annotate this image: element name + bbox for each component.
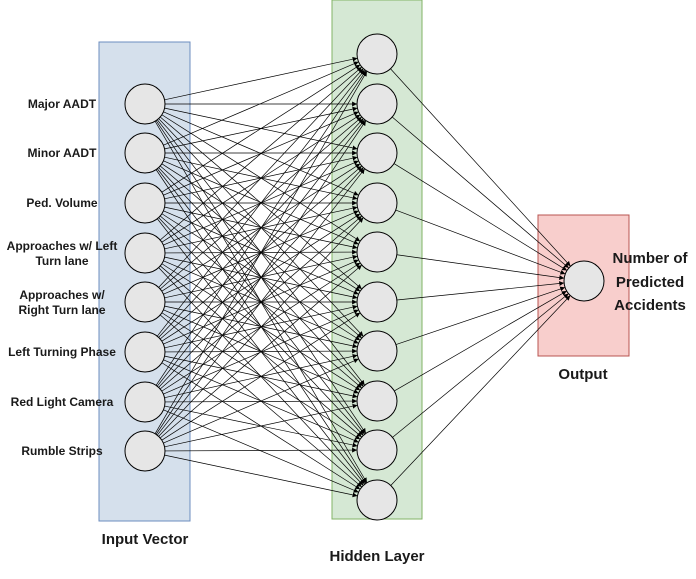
input-hidden-edge [161, 312, 361, 441]
feature-label: Approaches w/ [19, 288, 105, 302]
hidden-output-edge [396, 281, 565, 301]
hidden-output-edge [394, 290, 567, 392]
input-hidden-edge [163, 409, 359, 493]
hidden-node [356, 231, 398, 273]
feature-label: Left Turning Phase [8, 345, 116, 359]
input-feature-labels: Major AADT Minor AADT Ped. Volume Approa… [7, 97, 118, 458]
hidden-nodes [356, 33, 398, 521]
hidden-node [356, 132, 398, 174]
hidden-layer-title: Hidden Layer [329, 548, 424, 565]
input-hidden-edge [163, 61, 359, 146]
output-label: Number of Predicted Accidents [613, 250, 689, 314]
input-hidden-edge [159, 66, 363, 241]
input-hidden-edge [164, 56, 358, 101]
connection-edges [154, 56, 571, 498]
input-hidden-edge [164, 403, 358, 448]
feature-label: Major AADT [28, 97, 97, 111]
input-node [124, 430, 166, 472]
input-hidden-edge [155, 120, 367, 435]
input-hidden-edge [158, 217, 364, 437]
hidden-node [356, 33, 398, 75]
input-vector-title: Input Vector [102, 531, 189, 548]
feature-label: Minor AADT [28, 146, 98, 160]
output-label-line: Predicted [616, 274, 684, 291]
input-node [124, 182, 166, 224]
hidden-node [356, 281, 398, 323]
input-hidden-edge [154, 71, 368, 434]
input-hidden-edge [161, 312, 361, 440]
hidden-node [356, 83, 398, 125]
input-node [124, 331, 166, 373]
hidden-node [356, 380, 398, 422]
input-hidden-edge [158, 68, 364, 288]
input-hidden-edge [157, 168, 365, 436]
hidden-node [356, 182, 398, 224]
hidden-output-edge [390, 68, 571, 267]
output-label-line: Number of [613, 250, 689, 267]
input-hidden-edge [163, 358, 359, 444]
hidden-node [356, 330, 398, 372]
hidden-output-edge [395, 286, 566, 345]
input-hidden-edge [164, 454, 358, 498]
feature-label: Right Turn lane [18, 303, 105, 317]
input-hidden-edge [159, 264, 363, 439]
input-hidden-edge [161, 64, 361, 193]
input-node [124, 281, 166, 323]
hidden-output-edge [390, 295, 571, 486]
hidden-output-edge [396, 254, 565, 280]
feature-label: Rumble Strips [21, 444, 103, 458]
input-hidden-edge [155, 70, 367, 386]
output-label-line: Accidents [614, 297, 686, 314]
input-hidden-edge [164, 447, 358, 453]
hidden-output-edge [391, 116, 570, 269]
output-node [563, 260, 605, 302]
feature-label: Ped. Volume [26, 196, 97, 210]
hidden-node [356, 429, 398, 471]
hidden-output-edge [395, 209, 566, 275]
hidden-output-edge [392, 293, 569, 438]
feature-label: Red Light Camera [11, 395, 114, 409]
input-node [124, 232, 166, 274]
hidden-output-edge [393, 163, 568, 271]
input-node [124, 83, 166, 125]
input-node [124, 132, 166, 174]
output-title: Output [558, 366, 607, 383]
input-hidden-edge [157, 69, 365, 337]
input-nodes [124, 83, 166, 472]
feature-label: Turn lane [35, 254, 88, 268]
input-hidden-edge [163, 309, 359, 395]
input-hidden-edge [164, 398, 358, 404]
feature-label: Approaches w/ Left [7, 239, 118, 253]
hidden-node [356, 479, 398, 521]
input-node [124, 381, 166, 423]
